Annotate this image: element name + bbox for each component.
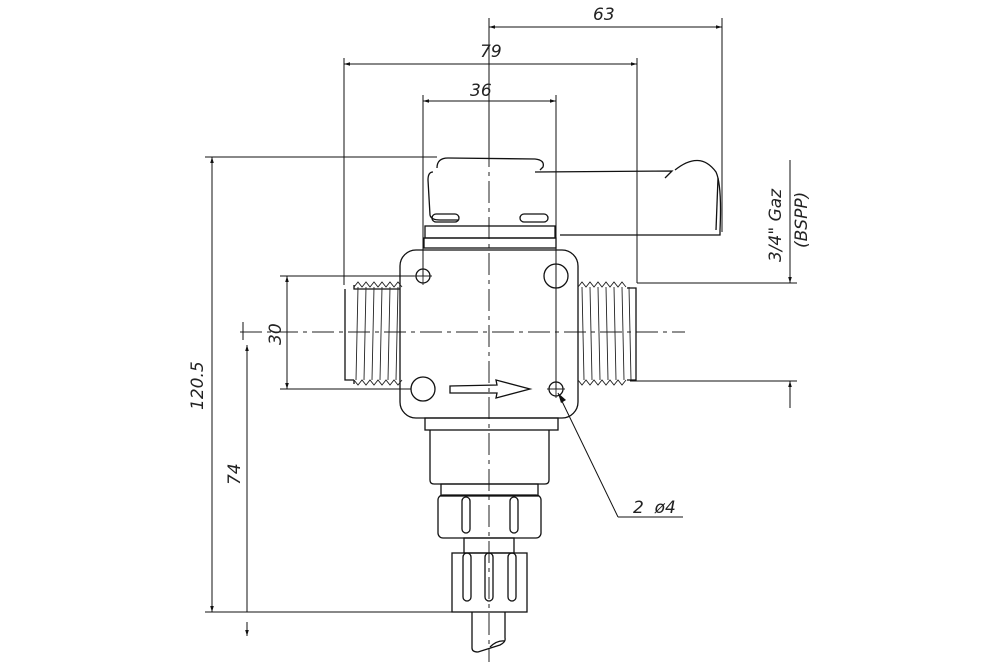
holes-callout: 2 ø4 [557,392,683,518]
left-thread [344,281,403,386]
thread-standard-label: (BSPP) [792,192,812,248]
valve-body [399,249,579,419]
thread-size-label: 3/4" Gaz [766,188,786,262]
dim-label-36: 36 [470,81,492,101]
dimension-79: 79 [343,42,638,285]
holes-callout-label: 2 ø4 [633,498,676,518]
dimension-thread: 3/4" Gaz (BSPP) [630,160,812,408]
dim-label-79: 79 [480,42,502,62]
dim-label-74: 74 [225,463,245,485]
lower-assembly [424,417,559,653]
dimension-120-5: 120.5 [188,156,452,613]
dimension-74: 74 [225,322,249,636]
right-thread [577,281,637,386]
dimension-30: 30 [266,275,414,390]
dim-label-120-5: 120.5 [188,361,208,410]
dimension-36: 36 [422,81,557,389]
flow-arrow-icon [449,379,533,399]
handle [423,157,722,249]
dim-label-30: 30 [266,323,286,345]
dim-label-63: 63 [593,5,615,25]
dimension-63: 63 [488,5,723,232]
